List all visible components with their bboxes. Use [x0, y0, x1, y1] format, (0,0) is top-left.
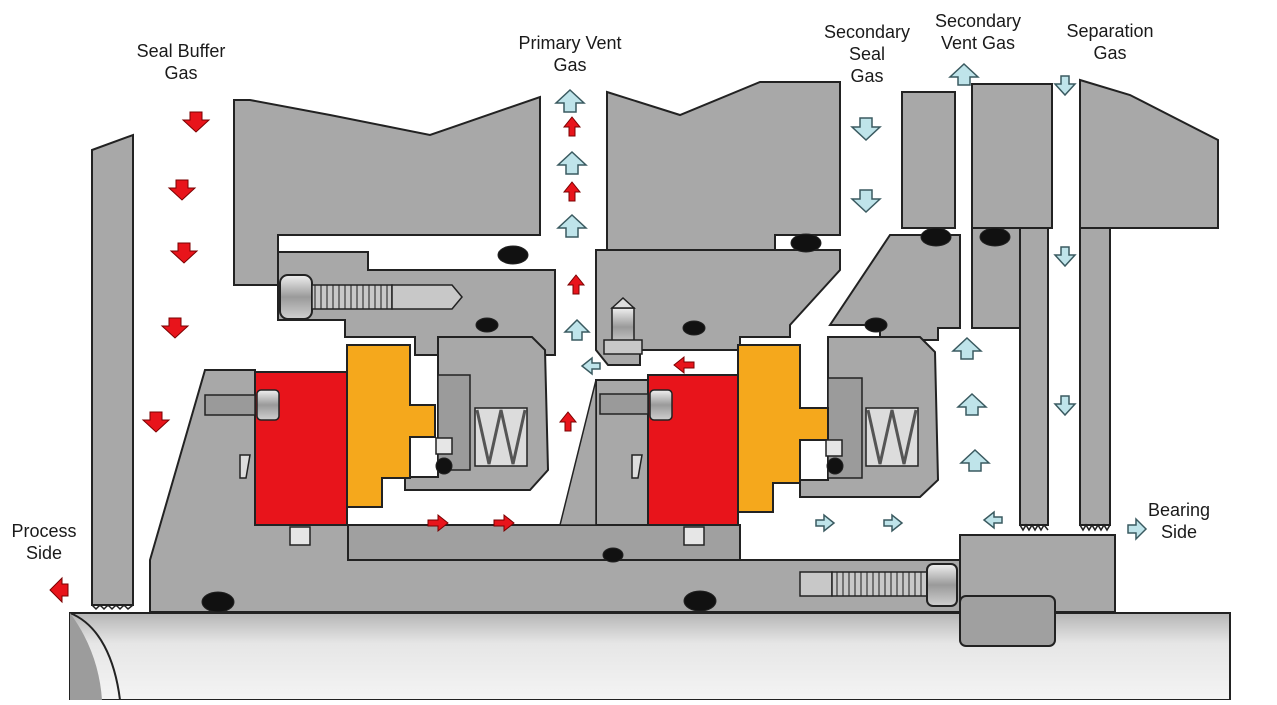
process-side-line1: Process	[11, 521, 77, 541]
interstage-housing	[595, 249, 841, 366]
o-ring-icon	[475, 317, 499, 333]
separation-gas-line2: Gas	[1093, 43, 1127, 63]
first-stage-inner	[437, 374, 471, 471]
bearing-side-sleeve	[959, 534, 1116, 613]
o-rings	[201, 227, 1011, 613]
secondary-stationary-face	[737, 344, 829, 513]
cap-screw-lower	[799, 563, 958, 607]
red-left-arrow-icon	[673, 355, 695, 375]
bearing-side-line1: Bearing	[1147, 500, 1211, 520]
blue-up-arrow-icon	[563, 318, 591, 341]
secondary-seal-gas-line1: Secondary	[823, 22, 911, 42]
backup-rings	[289, 437, 843, 546]
buffer-gas-flow	[49, 111, 695, 604]
bearing-side-label: Bearing Side	[1136, 499, 1222, 543]
blue-right-arrow-icon	[815, 513, 836, 533]
cap-screw-upper	[279, 274, 463, 320]
upper-housing-right-a	[901, 91, 956, 229]
red-up-arrow-icon	[566, 274, 586, 295]
primary-vent-gas-line1: Primary Vent	[518, 33, 622, 53]
anti-rotation-pin	[603, 296, 643, 355]
blue-right-arrow-icon	[1127, 517, 1148, 541]
red-down-arrow-icon	[181, 111, 211, 133]
blue-down-arrow-icon	[1053, 246, 1077, 268]
cap-screw-rotor-right	[599, 389, 673, 421]
blue-down-arrow-icon	[1053, 75, 1077, 97]
red-up-arrow-icon	[562, 181, 582, 202]
o-ring-icon	[682, 320, 706, 336]
o-ring-icon	[826, 457, 844, 475]
separation-seal-strip-b	[1079, 227, 1111, 526]
primary-spring	[474, 407, 528, 467]
bearing-side-line2: Side	[1160, 522, 1198, 542]
blue-down-arrow-icon	[850, 117, 882, 142]
process-side-line2: Side	[25, 543, 63, 563]
blue-up-arrow-icon	[556, 150, 588, 175]
o-ring-icon	[435, 457, 453, 475]
process-side-wall	[91, 133, 134, 606]
blue-right-arrow-icon	[883, 513, 904, 533]
secondary-vent-gas-line2: Vent Gas	[940, 33, 1016, 53]
o-ring-icon	[602, 547, 624, 563]
vent-gas-flow	[554, 62, 1148, 541]
blue-up-arrow-icon	[556, 213, 588, 238]
o-ring-icon	[497, 245, 529, 265]
o-ring-icon	[979, 227, 1011, 247]
red-up-arrow-icon	[558, 411, 578, 432]
upper-housing-right-c	[1079, 78, 1219, 229]
primary-stationary-face	[346, 344, 436, 508]
o-ring-icon	[864, 317, 888, 333]
blue-up-arrow-icon	[956, 392, 988, 416]
upper-housing-right-b	[971, 83, 1053, 229]
small-seal-triangles	[239, 454, 643, 479]
red-up-arrow-icon	[562, 116, 582, 137]
sleeve-hub-taper	[559, 379, 597, 526]
strip-serrations	[1019, 523, 1111, 532]
red-down-arrow-icon	[160, 317, 190, 339]
upper-housing-left	[233, 95, 541, 286]
blue-left-arrow-icon	[580, 356, 601, 376]
blue-up-arrow-icon	[951, 336, 983, 360]
separation-gas-line1: Separation	[1066, 21, 1154, 41]
o-ring-icon	[683, 590, 717, 612]
seal-buffer-gas-line2: Gas	[164, 63, 198, 83]
blue-up-arrow-icon	[959, 448, 991, 472]
blue-up-arrow-icon	[554, 88, 586, 113]
sleeve-step-left	[347, 524, 741, 561]
separation-gas-label: Separation Gas	[1048, 20, 1172, 64]
upper-housing-middle	[606, 81, 841, 251]
o-ring-icon	[790, 233, 822, 253]
red-right-arrow-icon	[427, 513, 449, 533]
o-ring-icon	[920, 227, 952, 247]
primary-vent-gas-label: Primary Vent Gas	[498, 32, 642, 76]
red-down-arrow-icon	[141, 411, 171, 433]
red-left-arrow-icon	[49, 576, 69, 604]
shaft-key	[959, 595, 1056, 647]
seal-buffer-gas-label: Seal Buffer Gas	[112, 40, 250, 84]
secondary-seal-gas-label: Secondary Seal Gas	[806, 21, 928, 87]
blue-up-arrow-icon	[948, 62, 980, 86]
second-stage-retainer	[828, 234, 961, 341]
secondary-spring	[865, 407, 919, 467]
wall-serrations	[91, 603, 134, 611]
secondary-vent-gas-label: Secondary Vent Gas	[917, 10, 1039, 54]
blue-down-arrow-icon	[850, 189, 882, 214]
red-down-arrow-icon	[169, 242, 199, 264]
o-ring-icon	[201, 591, 235, 613]
primary-vent-gas-line2: Gas	[553, 55, 587, 75]
process-side-label: Process Side	[0, 520, 88, 564]
cap-screw-rotor-left	[204, 389, 280, 421]
secondary-vent-gas-line1: Secondary	[934, 11, 1022, 31]
red-right-arrow-icon	[493, 513, 515, 533]
seal-buffer-gas-line1: Seal Buffer	[136, 41, 226, 61]
secondary-seal-gas-line3: Gas	[850, 66, 884, 86]
blue-left-arrow-icon	[982, 510, 1003, 530]
separation-seal-strip-a	[1019, 227, 1049, 526]
blue-down-arrow-icon	[1053, 395, 1077, 417]
secondary-seal-gas-line2: Seal	[848, 44, 886, 64]
red-down-arrow-icon	[167, 179, 197, 201]
